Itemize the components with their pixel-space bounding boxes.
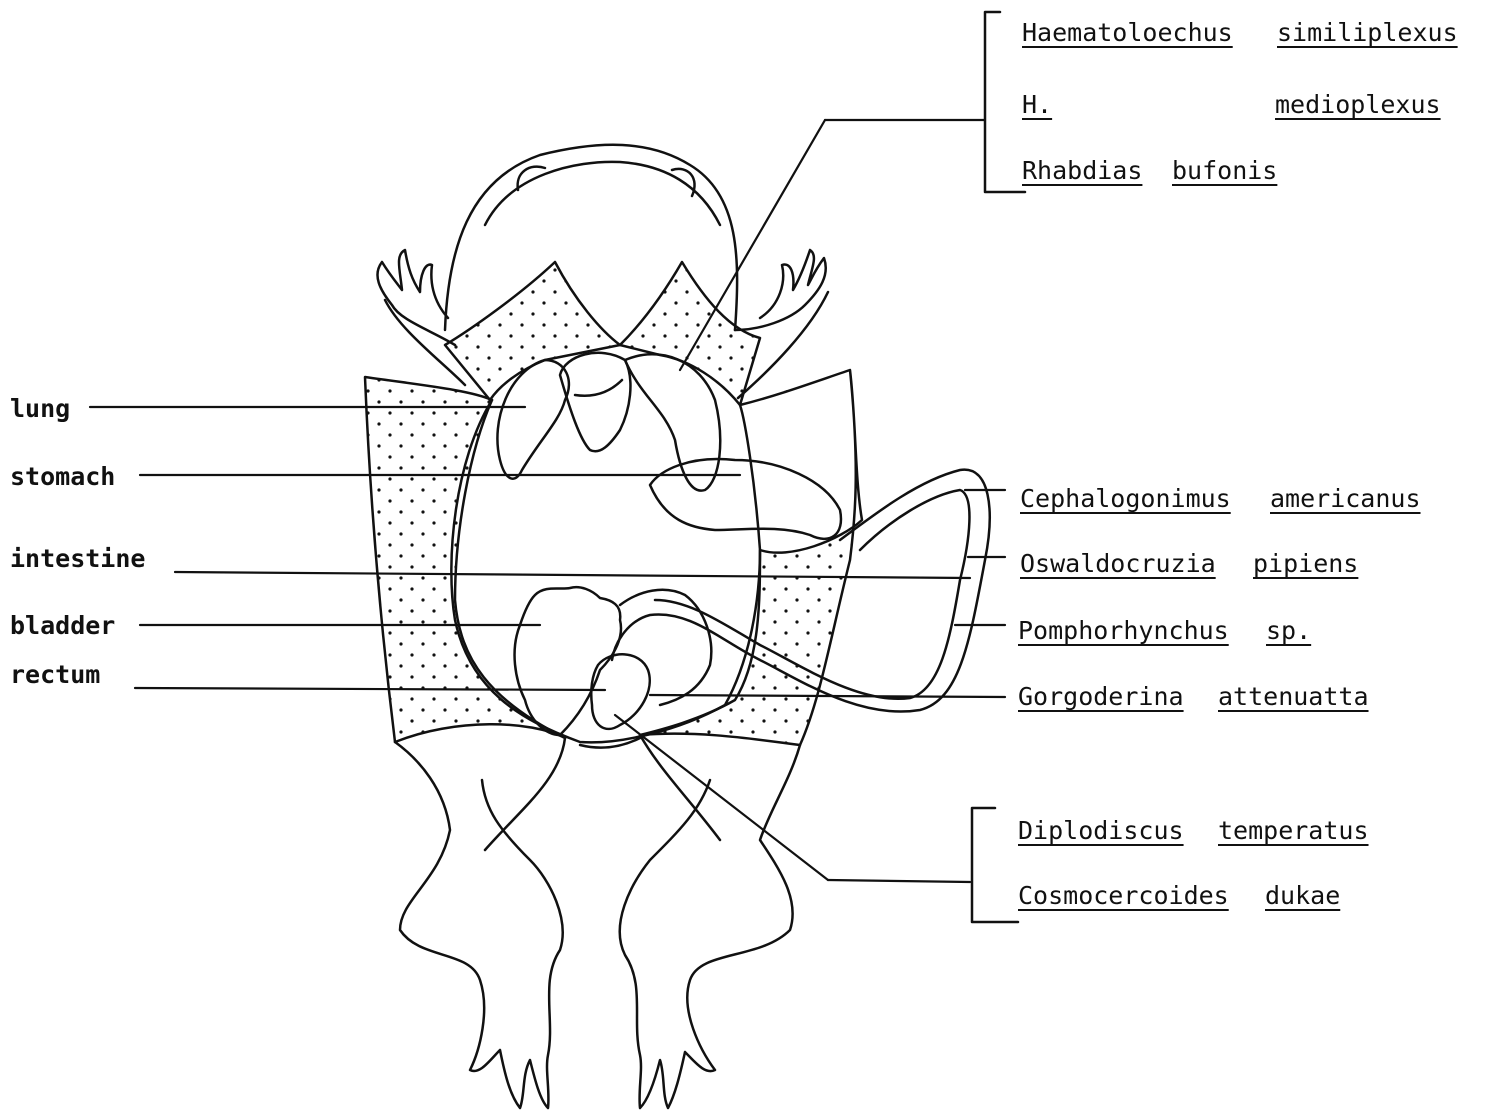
parasite-rhabdias-species: bufonis	[1172, 158, 1277, 183]
parasite-medioplexus-species: medioplexus	[1275, 92, 1441, 117]
bladder-shape	[515, 587, 621, 735]
parasite-cephalogonimus-species: americanus	[1270, 486, 1421, 511]
parasite-cosmocercoides-genus: Cosmocercoides	[1018, 883, 1229, 908]
parasite-pomphorhynchus-genus: Pomphorhynchus	[1018, 618, 1229, 643]
left-leg-inner	[485, 738, 565, 850]
parasite-haematoloechus-species: similiplexus	[1277, 20, 1458, 45]
label-intestine: intestine	[10, 546, 145, 571]
left-body-flap	[365, 377, 565, 742]
parasite-gorgoderina-genus: Gorgoderina	[1018, 684, 1184, 709]
label-bladder: bladder	[10, 613, 115, 638]
frog-jaw-line	[485, 162, 720, 225]
parasite-diplodiscus-genus: Diplodiscus	[1018, 818, 1184, 843]
heart-inner	[575, 380, 622, 396]
parasite-gorgoderina-species: attenuatta	[1218, 684, 1369, 709]
leader-gorgoderina	[650, 695, 1005, 697]
leader-rectum-group-h	[828, 880, 970, 882]
parasite-oswaldocruzia-species: pipiens	[1253, 551, 1358, 576]
rectum-shape	[591, 654, 649, 729]
stomach-shape	[650, 459, 841, 539]
right-body-flap	[640, 370, 862, 745]
parasite-cosmocercoides-species: dukae	[1265, 883, 1340, 908]
label-stomach: stomach	[10, 464, 115, 489]
label-lung: lung	[10, 396, 70, 421]
parasite-cephalogonimus-genus: Cephalogonimus	[1020, 486, 1231, 511]
heart	[560, 353, 630, 452]
right-pectoral-flap	[620, 262, 760, 405]
leader-intestine	[175, 572, 970, 578]
left-pectoral-flap	[445, 262, 620, 400]
bracket-rectum-group	[972, 808, 1018, 922]
bracket-lung-group	[985, 12, 1025, 192]
parasite-pomphorhynchus-species: sp.	[1266, 618, 1311, 643]
parasite-rhabdias-genus: Rhabdias	[1022, 158, 1142, 183]
label-rectum: rectum	[10, 662, 100, 687]
leader-rectum	[135, 688, 605, 690]
left-leg	[395, 742, 563, 1108]
parasite-diplodiscus-species: temperatus	[1218, 818, 1369, 843]
parasite-haematoloechus-genus: Haematoloechus	[1022, 20, 1233, 45]
bladder-right-lobe	[620, 590, 711, 705]
parasite-h-genus: H.	[1022, 92, 1052, 117]
right-leg	[620, 745, 800, 1108]
parasite-oswaldocruzia-genus: Oswaldocruzia	[1020, 551, 1216, 576]
left-arm	[377, 250, 455, 345]
